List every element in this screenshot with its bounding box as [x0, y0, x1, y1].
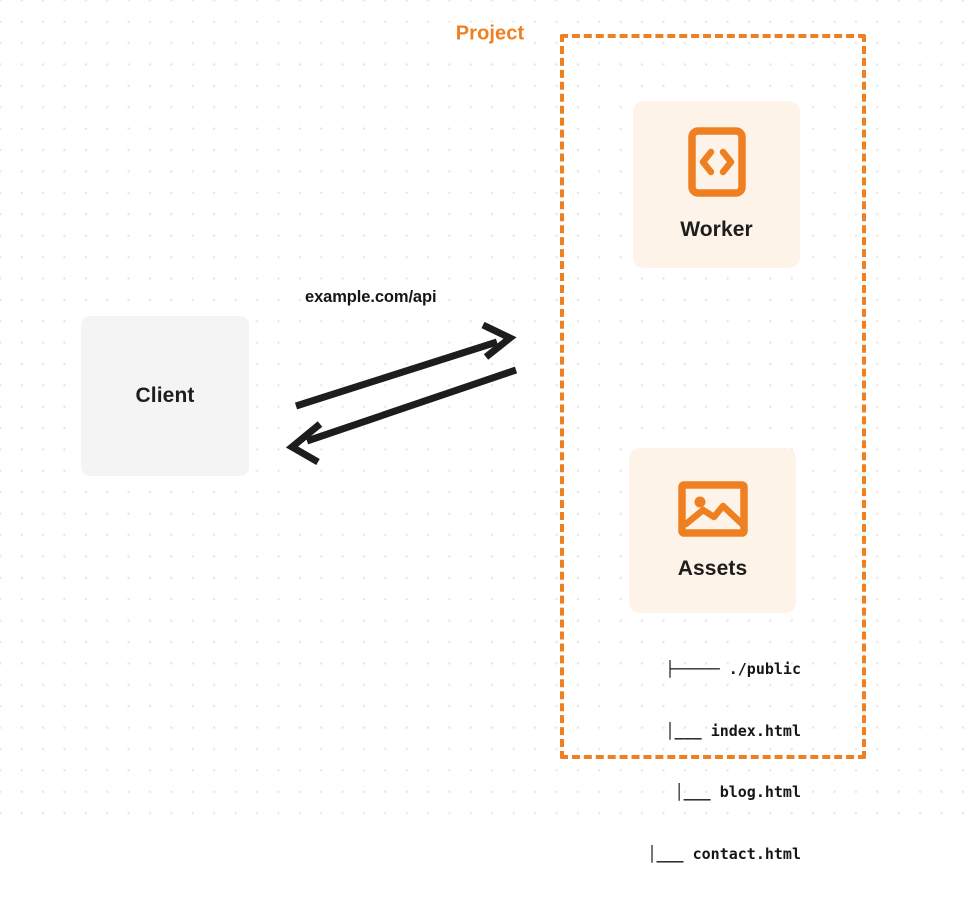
assets-node[interactable]: Assets — [629, 448, 796, 613]
request-arrow — [294, 321, 517, 410]
file-tree-branch: │___ — [674, 783, 711, 801]
file-tree-row: │___ contact.html — [601, 844, 801, 865]
file-tree-row: │___ blog.html — [601, 782, 801, 803]
file-tree-branch: ├───── — [665, 660, 720, 678]
diagram-canvas: Client example.com/api Project Worker — [0, 0, 980, 863]
file-tree-branch: │___ — [647, 844, 684, 863]
file-tree-name: ./public — [728, 660, 801, 678]
assets-label: Assets — [677, 557, 748, 580]
image-icon — [677, 480, 748, 543]
file-tree-row: │___ index.html — [601, 721, 801, 742]
project-container — [560, 34, 866, 759]
asset-file-tree: ├───── ./public │___ index.html │___ blo… — [601, 618, 801, 905]
file-tree-branch: │___ — [665, 721, 702, 740]
file-tree-row: ├───── ./public — [601, 659, 801, 680]
file-tree-name: index.html — [710, 721, 801, 740]
worker-node[interactable]: Worker — [633, 101, 800, 268]
connection-label: example.com/api — [305, 288, 437, 306]
code-brackets-icon — [687, 127, 746, 202]
project-title: Project — [448, 22, 532, 46]
response-arrow — [285, 366, 518, 466]
client-label: Client — [135, 384, 195, 407]
file-tree-name: contact.html — [692, 844, 801, 863]
worker-label: Worker — [680, 218, 753, 241]
file-tree-name: blog.html — [719, 783, 801, 801]
client-node[interactable]: Client — [81, 316, 249, 476]
